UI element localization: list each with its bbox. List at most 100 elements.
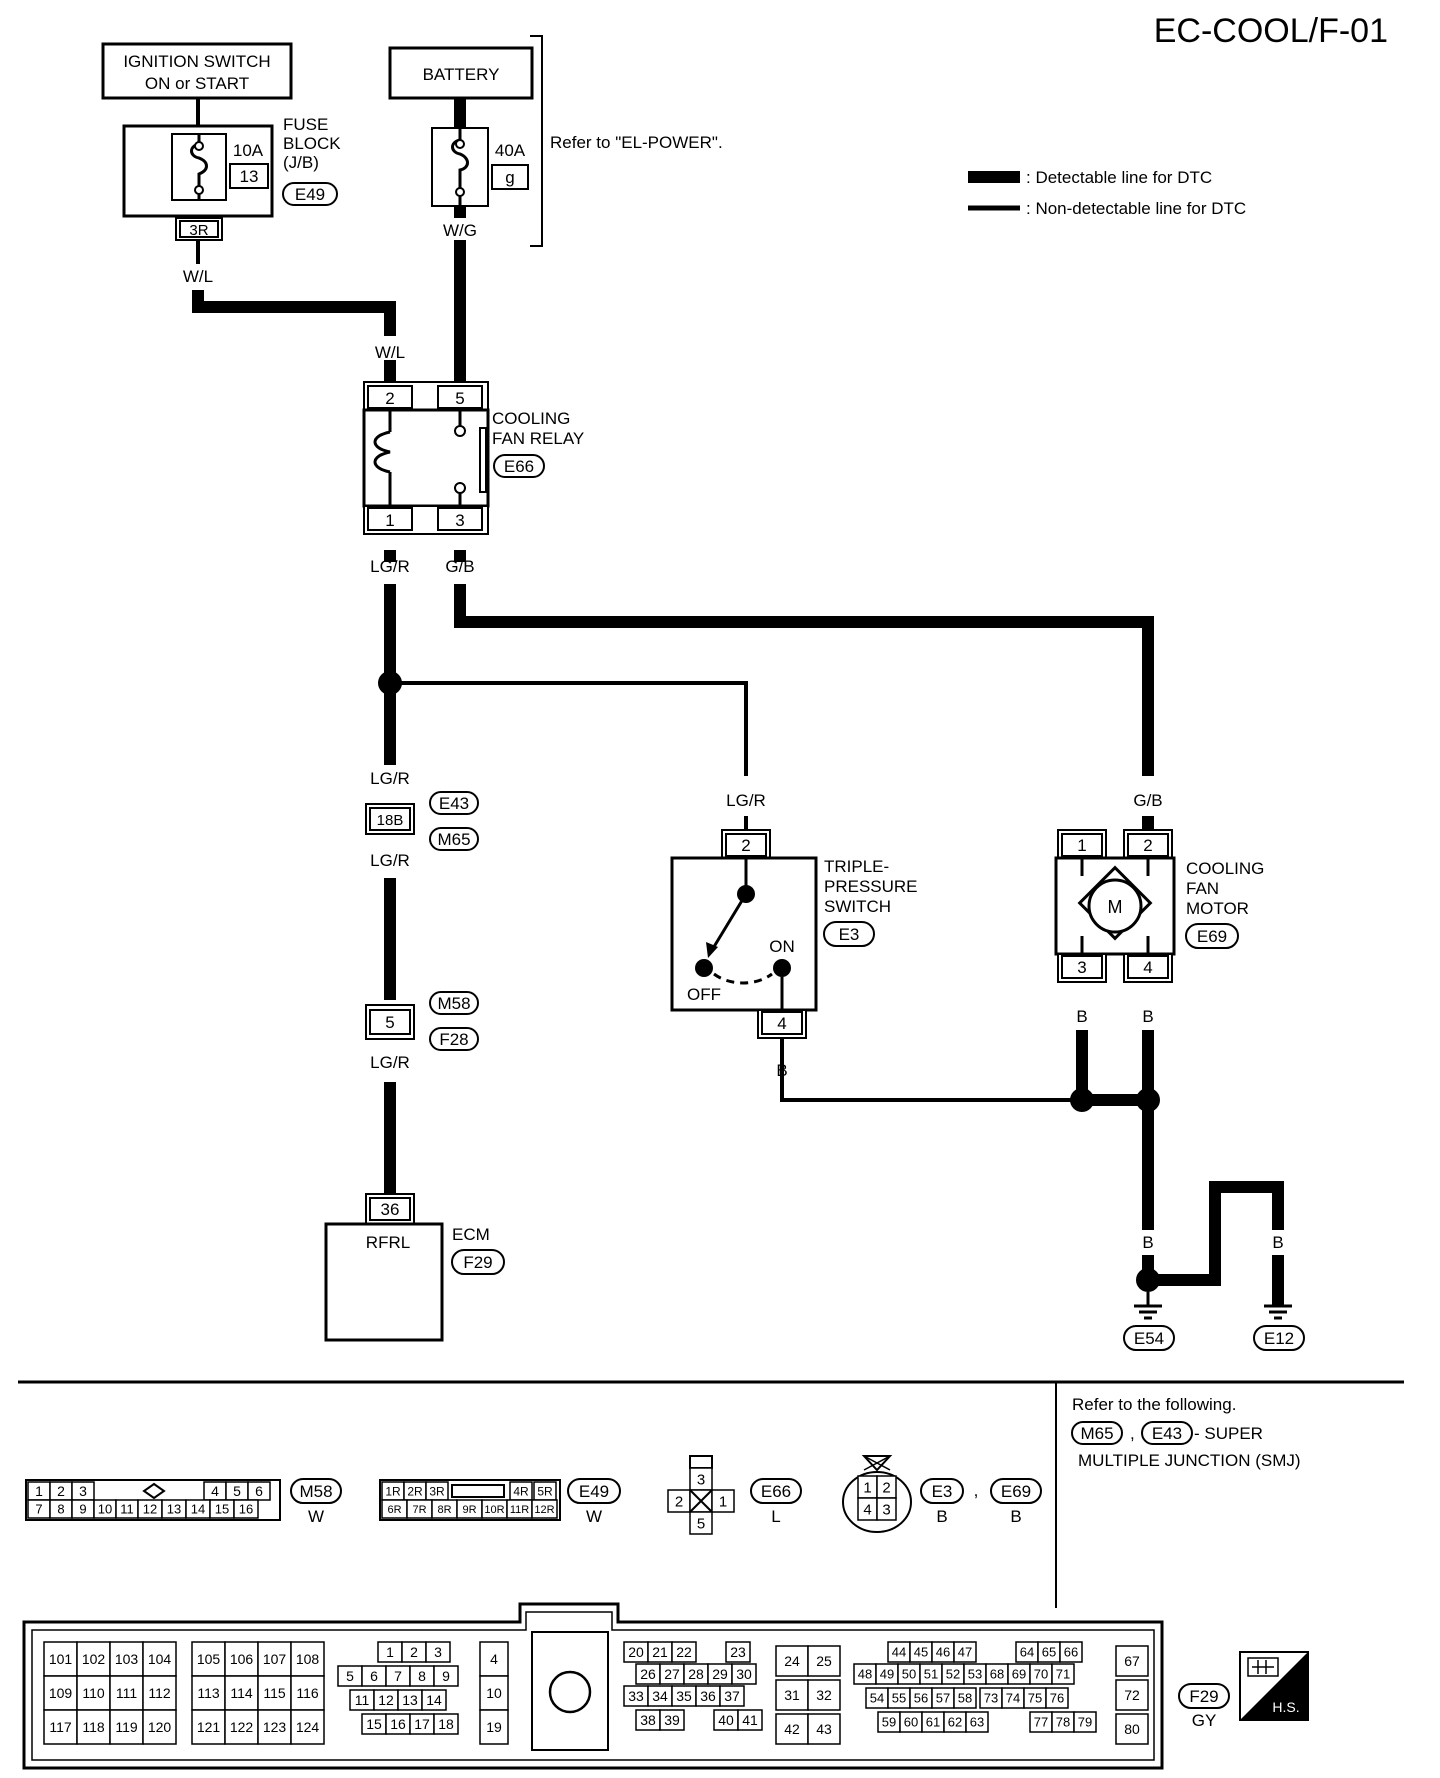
f29-pin-79-cell — [1073, 1711, 1097, 1733]
m58-pin-6-cell — [247, 1481, 271, 1501]
f29-pin-48: 48 — [858, 1667, 872, 1682]
motor-pin-1: 1 — [1077, 836, 1086, 855]
f29-pin-41-cell — [737, 1709, 763, 1731]
f29-pin-43-cell — [807, 1713, 841, 1745]
m58-pin-3: 3 — [79, 1483, 87, 1499]
f29-pin-42: 42 — [784, 1721, 800, 1737]
ground-e54: E54 — [1123, 1292, 1175, 1351]
m58-id: M58 — [299, 1482, 332, 1501]
m58-pin-16-cell — [233, 1499, 259, 1519]
f29-pin-80: 80 — [1124, 1721, 1140, 1737]
fuse-block-label-1: FUSE — [283, 115, 328, 134]
switch-label-2: PRESSURE — [824, 877, 918, 896]
relay-label-2: FAN RELAY — [492, 429, 584, 448]
f29-hs: H.S. — [1272, 1699, 1299, 1715]
f29-pin-106-cell — [224, 1641, 259, 1677]
f29-pin-78: 78 — [1056, 1715, 1070, 1730]
f29-pin-22: 22 — [676, 1644, 692, 1660]
f29-pin-14-cell — [421, 1689, 447, 1711]
wire-label-lgr-e43-top: LG/R — [370, 769, 410, 788]
f29-pin-105: 105 — [197, 1651, 221, 1667]
f29-pin-76-cell — [1045, 1687, 1069, 1709]
relay-connector: E66 — [504, 457, 534, 476]
wires — [192, 98, 1284, 1306]
e69-color: B — [1010, 1507, 1021, 1526]
e49-pin-3R: 3R — [429, 1484, 445, 1498]
f29-pin-56: 56 — [914, 1691, 928, 1706]
f29-pin-101-cell — [43, 1641, 78, 1677]
wire-label-b-motor-3: B — [1076, 1007, 1087, 1026]
legend: : Detectable line for DTC : Non-detectab… — [968, 168, 1246, 218]
f29-pin-107: 107 — [263, 1651, 287, 1667]
f29-pin-68: 68 — [990, 1667, 1004, 1682]
f29-pin-58-cell — [953, 1687, 977, 1709]
f29-pin-120-cell — [142, 1709, 177, 1745]
wire-label-gb-motor: G/B — [1133, 791, 1162, 810]
f29-pin-23-cell — [725, 1641, 751, 1663]
smj-conn-a: E43 — [439, 794, 469, 813]
f29-pin-18: 18 — [438, 1716, 454, 1732]
m58-pin-10: 10 — [98, 1502, 112, 1517]
f29-pin-103: 103 — [115, 1651, 139, 1667]
m58-pin-7: 7 — [35, 1502, 42, 1517]
f29-pin-2: 2 — [410, 1644, 418, 1660]
e49-color: W — [586, 1507, 602, 1526]
ignition-label-2: ON or START — [145, 74, 249, 93]
motor-connector: E69 — [1197, 927, 1227, 946]
cooling-fan-relay: 2 5 1 3 COOLING FAN RELAY E66 — [362, 381, 584, 535]
f29-pin-31: 31 — [784, 1687, 800, 1703]
f29-pin-30-cell — [731, 1663, 757, 1685]
f29-pin-54: 54 — [870, 1691, 884, 1706]
wire-label-lgr-f28: LG/R — [370, 1053, 410, 1072]
fusible-link: 40A g — [431, 127, 529, 207]
refer-note-sep: , — [1130, 1424, 1135, 1443]
f29-pin-111-cell — [109, 1675, 144, 1711]
e49-id-outline — [567, 1478, 621, 1504]
e66-pin-1: 1 — [719, 1493, 727, 1510]
f29-pin-121: 121 — [197, 1719, 221, 1735]
e66-pin-5-cell — [689, 1511, 713, 1535]
f29-pin-119: 119 — [115, 1719, 138, 1735]
e3-color: B — [936, 1507, 947, 1526]
f29-pin-59: 59 — [882, 1715, 896, 1730]
f29-pin-24-cell — [775, 1645, 809, 1677]
e49-pin-5R: 5R — [537, 1484, 553, 1498]
switch-connector: E3 — [839, 925, 860, 944]
f29-pin-122-cell — [224, 1709, 259, 1745]
f29-pin-32-cell — [807, 1679, 841, 1711]
e49-pin-10R: 10R — [484, 1504, 504, 1516]
ecm-pin: 36 — [381, 1200, 400, 1219]
motor-label-1: COOLING — [1186, 859, 1264, 878]
wire-label-wg: W/G — [443, 221, 477, 240]
e66-pin-1-cell — [711, 1489, 735, 1513]
refer-note-line3: MULTIPLE JUNCTION (SMJ) — [1078, 1451, 1301, 1470]
e49-pin-11R: 11R — [510, 1504, 529, 1516]
m58-pin-2: 2 — [57, 1483, 65, 1499]
f29-pin-104-cell — [142, 1641, 177, 1677]
m58-pin-14: 14 — [191, 1502, 205, 1517]
f29-pin-73: 73 — [984, 1691, 998, 1706]
f29-pin-120: 120 — [148, 1719, 172, 1735]
battery-label: BATTERY — [423, 65, 500, 84]
m58-pin-9: 9 — [79, 1502, 86, 1517]
f29-color: GY — [1192, 1711, 1217, 1730]
f29-pin-102: 102 — [82, 1651, 106, 1667]
e49-pin-4R: 4R — [513, 1484, 529, 1498]
ground-e54-label: E54 — [1134, 1329, 1164, 1348]
f29-pin-15: 15 — [366, 1716, 382, 1732]
wire-label-lgr-relay: LG/R — [370, 557, 410, 576]
f29-pin-110: 110 — [82, 1685, 105, 1701]
e3-pin-2: 2 — [882, 1479, 890, 1496]
f28-conn-b: F28 — [439, 1030, 468, 1049]
f29-pin-108-cell — [290, 1641, 325, 1677]
f29-pin-124-cell — [290, 1709, 325, 1745]
e66-pin-5: 5 — [697, 1515, 705, 1532]
ecm-signal: RFRL — [366, 1233, 410, 1252]
f29-pin-114-cell — [224, 1675, 259, 1711]
f29-pin-28: 28 — [688, 1666, 704, 1682]
f29-pin-112-cell — [142, 1675, 177, 1711]
f29-pin-44: 44 — [892, 1645, 906, 1660]
switch-on: ON — [769, 937, 795, 956]
f28-joint: 5 M58 F28 — [365, 991, 479, 1051]
